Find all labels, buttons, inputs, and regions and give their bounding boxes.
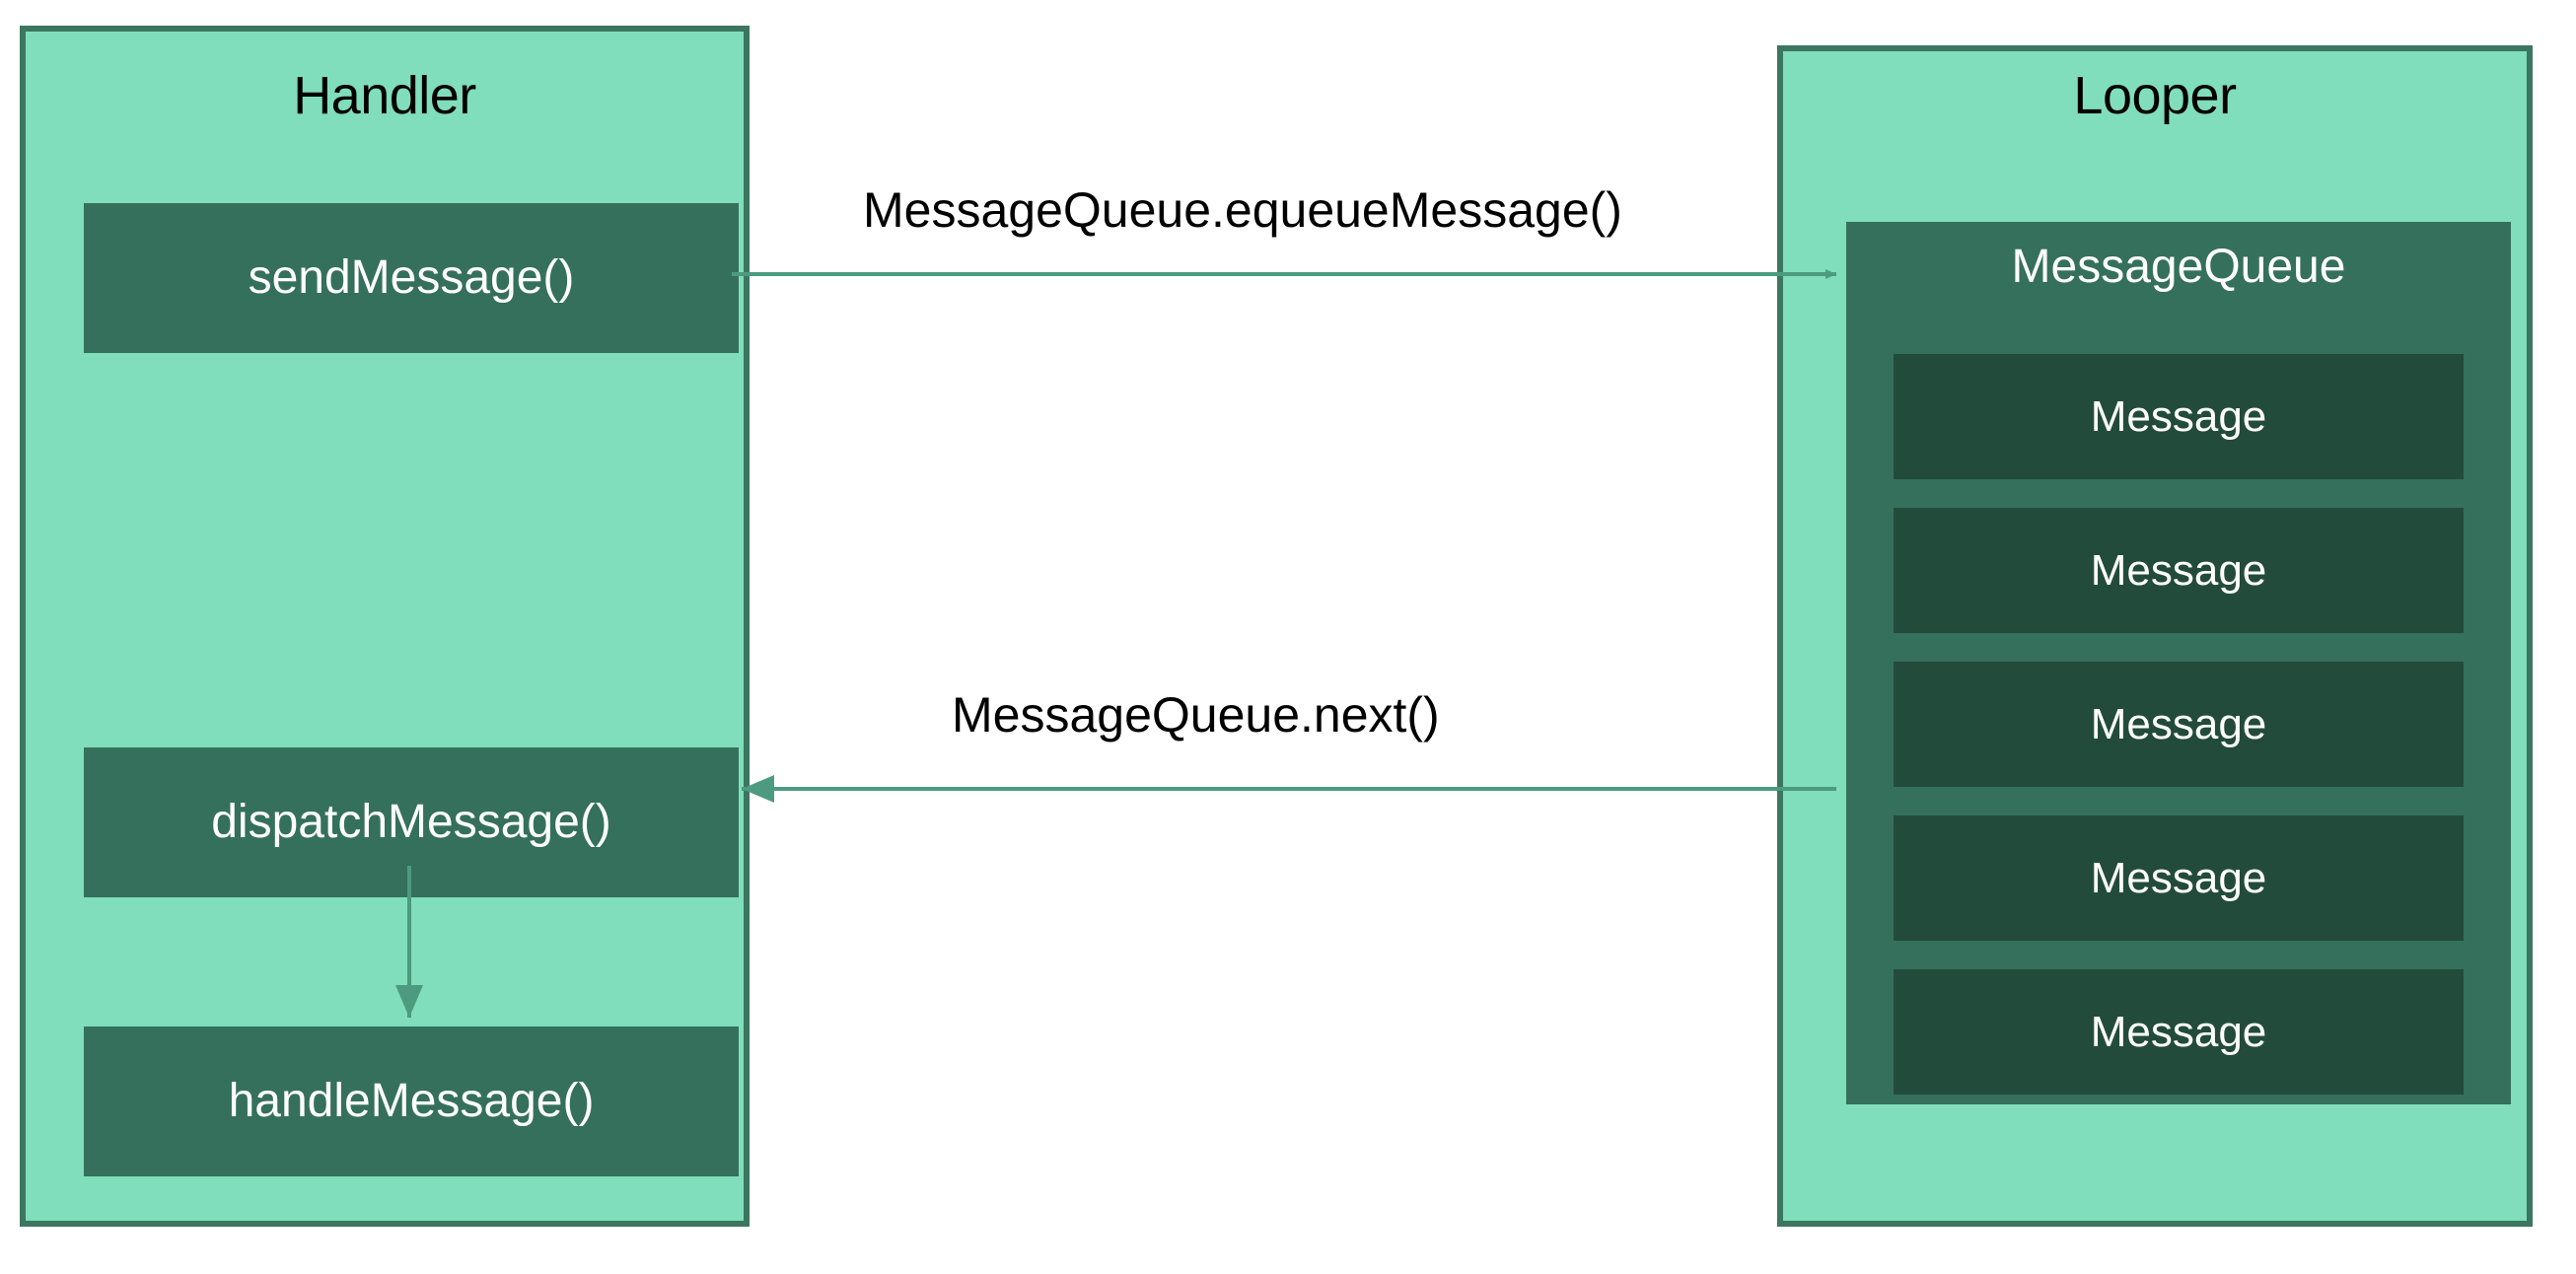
message-list: Message Message Message Message Message: [1894, 354, 2464, 1095]
handler-panel-title: Handler: [293, 66, 476, 125]
looper-panel[interactable]: Looper MessageQueue Message Message Mess…: [1777, 45, 2533, 1227]
arrow-enqueue-label: MessageQueue.equeueMessage(): [863, 182, 1622, 238]
message-item[interactable]: Message: [1894, 508, 2464, 633]
message-item[interactable]: Message: [1894, 969, 2464, 1095]
handle-message-label: handleMessage(): [228, 1075, 595, 1127]
looper-panel-title: Looper: [2073, 66, 2237, 125]
dispatch-message-box[interactable]: dispatchMessage(): [84, 747, 739, 897]
handle-message-box[interactable]: handleMessage(): [84, 1026, 739, 1176]
message-item[interactable]: Message: [1894, 354, 2464, 479]
message-item[interactable]: Message: [1894, 815, 2464, 941]
dispatch-message-label: dispatchMessage(): [211, 796, 611, 848]
message-item-label: Message: [2090, 391, 2267, 441]
message-queue-title: MessageQueue: [2011, 241, 2346, 293]
message-item-label: Message: [2090, 699, 2267, 748]
send-message-label: sendMessage(): [248, 251, 575, 304]
handler-panel[interactable]: Handler sendMessage() dispatchMessage() …: [20, 26, 750, 1227]
message-item-label: Message: [2090, 1007, 2267, 1056]
message-item-label: Message: [2090, 853, 2267, 902]
arrow-next-label: MessageQueue.next(): [952, 687, 1440, 743]
message-item[interactable]: Message: [1894, 662, 2464, 787]
send-message-box[interactable]: sendMessage(): [84, 203, 739, 353]
message-item-label: Message: [2090, 545, 2267, 595]
message-queue-box[interactable]: MessageQueue Message Message Message Mes…: [1846, 222, 2511, 1104]
